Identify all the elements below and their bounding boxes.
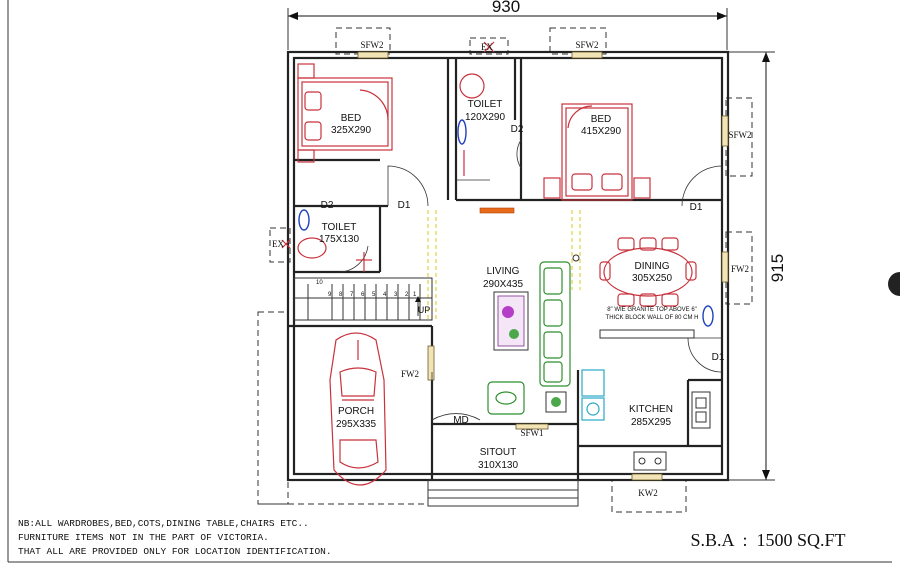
label-fw2-dining: FW2 bbox=[731, 264, 749, 274]
bed1-size: 325X290 bbox=[331, 125, 371, 136]
depth-label: 915 bbox=[768, 254, 787, 282]
label-sfw2-bed2: SFW2 bbox=[575, 40, 598, 50]
width-dimension: 930 bbox=[287, 0, 728, 50]
note-line3: THAT ALL ARE PROVIDED ONLY FOR LOCATION … bbox=[18, 546, 332, 557]
window-kw2 bbox=[631, 473, 663, 481]
doors bbox=[339, 139, 723, 421]
living-furniture bbox=[487, 254, 580, 415]
label-sfw1: SFW1 bbox=[520, 428, 543, 438]
toilet-top-name: TOILET bbox=[468, 99, 503, 110]
porch-name: PORCH bbox=[338, 406, 374, 417]
porch-size: 295X335 bbox=[336, 419, 376, 430]
toilet-side-name: TOILET bbox=[322, 222, 357, 233]
toilet-door-frame bbox=[479, 207, 515, 214]
toilet-fixtures bbox=[281, 41, 714, 327]
window-fw2-porch bbox=[427, 345, 435, 381]
label-d2-toilet-top: D2 bbox=[511, 124, 524, 135]
room-labels: BED 325X290 TOILET 120X290 BED 415X290 T… bbox=[319, 99, 673, 471]
label-d1-bed2: D1 bbox=[690, 202, 703, 213]
living-name: LIVING bbox=[487, 266, 520, 277]
label-kw2: KW2 bbox=[638, 488, 658, 498]
sitout-name: SITOUT bbox=[480, 447, 516, 458]
sitout-size: 310X130 bbox=[478, 460, 518, 471]
footnote: NB:ALL WARDROBES,BED,COTS,DINING TABLE,C… bbox=[18, 518, 332, 557]
toilet-top-size: 120X290 bbox=[465, 112, 505, 123]
guide-lines bbox=[427, 210, 581, 322]
dining-name: DINING bbox=[635, 261, 670, 272]
staircase bbox=[294, 284, 432, 320]
bed2-name: BED bbox=[591, 114, 612, 125]
toilet-side-size: 175X130 bbox=[319, 234, 359, 245]
kitchen-furniture bbox=[581, 329, 711, 471]
sba-label: S.B.A : 1500 SQ.FT bbox=[690, 530, 845, 550]
window-sfw2-right bbox=[721, 115, 729, 147]
living-size: 290X435 bbox=[483, 279, 523, 290]
note-line2: FURNITURE ITEMS NOT IN THE PART OF VICTO… bbox=[18, 532, 269, 543]
label-fw2-porch: FW2 bbox=[401, 369, 419, 379]
note-line1: NB:ALL WARDROBES,BED,COTS,DINING TABLE,C… bbox=[18, 518, 309, 529]
window-sfw2-bed2 bbox=[571, 51, 603, 59]
depth-dimension: 915 bbox=[728, 51, 787, 481]
bed2-size: 415X290 bbox=[581, 126, 621, 137]
label-up: UP bbox=[418, 305, 431, 315]
width-label: 930 bbox=[492, 0, 520, 16]
dining-furniture bbox=[599, 237, 697, 307]
scroll-right-button[interactable] bbox=[888, 272, 900, 296]
label-sfw2-right: SFW2 bbox=[728, 130, 751, 140]
label-d1-kitchen: D1 bbox=[712, 352, 725, 363]
granite-note-line1: 8" WIE GRANITE TOP ABOVE 6" bbox=[607, 307, 697, 313]
label-ex-top: EX bbox=[481, 42, 493, 52]
bed1-furniture bbox=[297, 63, 393, 163]
label-sfw2-bed1: SFW2 bbox=[360, 40, 383, 50]
step-2: 2 bbox=[405, 292, 409, 298]
step-10: 10 bbox=[316, 280, 323, 286]
kitchen-name: KITCHEN bbox=[629, 404, 673, 415]
granite-note: 8" WIE GRANITE TOP ABOVE 6" THICK BLOCK … bbox=[606, 307, 699, 321]
opening-labels: SFW2 EX SFW2 SFW2 FW2 EX D2 D2 D1 D1 D1 … bbox=[272, 40, 752, 498]
window-fw2-dining bbox=[721, 251, 729, 283]
label-d2-toilet-side: D2 bbox=[321, 200, 334, 211]
bed1-name: BED bbox=[341, 113, 362, 124]
window-sfw1 bbox=[515, 423, 549, 430]
label-md: MD bbox=[453, 415, 469, 426]
dining-size: 305X250 bbox=[632, 273, 672, 284]
label-d1-bed1: D1 bbox=[398, 200, 411, 211]
bed2-furniture bbox=[543, 103, 651, 201]
step-3: 3 bbox=[394, 292, 398, 298]
window-sfw2-bed1 bbox=[357, 51, 389, 59]
step-1: 1 bbox=[413, 292, 417, 298]
kitchen-size: 285X295 bbox=[631, 417, 671, 428]
step-6: 6 bbox=[361, 292, 365, 298]
granite-note-line2: THICK BLOCK WALL OF 80 CM H bbox=[606, 315, 699, 321]
windows bbox=[357, 51, 729, 481]
step-7: 7 bbox=[350, 292, 354, 298]
step-9: 9 bbox=[328, 292, 332, 298]
step-5: 5 bbox=[372, 292, 376, 298]
car-outline bbox=[329, 332, 387, 486]
step-4: 4 bbox=[383, 292, 387, 298]
stair-step-numbers: 10 9 8 7 6 5 4 3 2 1 bbox=[316, 280, 417, 298]
step-8: 8 bbox=[339, 292, 343, 298]
interior-walls bbox=[288, 58, 722, 507]
label-ex-left: EX bbox=[272, 239, 284, 249]
